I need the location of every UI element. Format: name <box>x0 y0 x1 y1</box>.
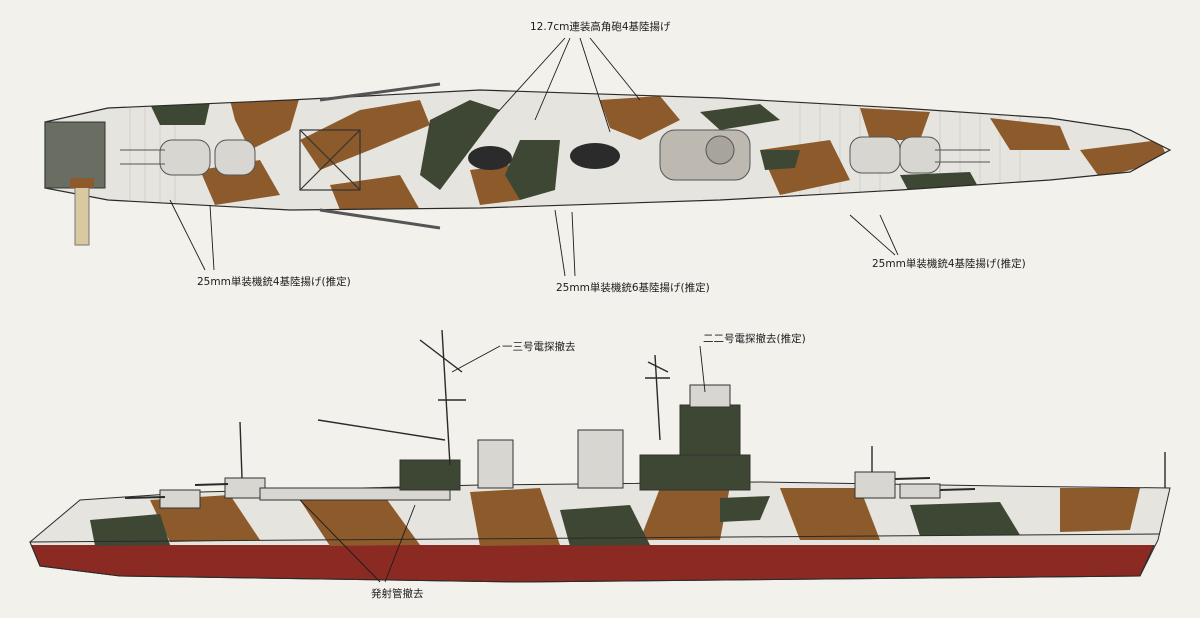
profile-stern-mast <box>239 421 243 479</box>
profile-masts <box>239 329 1166 488</box>
profile-superstructure <box>159 384 941 509</box>
profile-fwd-turret-2 <box>899 483 941 499</box>
plan-funnels <box>468 143 620 170</box>
profile-fwd-turret-1 <box>854 471 896 499</box>
profile-aft-mast-house <box>399 459 461 491</box>
label-radar-13: 一三号電探撤去 <box>502 341 576 353</box>
label-top-left-aa: 25mm単装機銃4基陸揚げ(推定) <box>197 276 351 288</box>
profile-view <box>29 329 1171 583</box>
plan-bridge <box>659 129 751 181</box>
profile-bridge-upper <box>679 404 741 456</box>
plan-rail-bottom <box>319 208 441 230</box>
leader-lines <box>169 37 899 583</box>
profile-main-mast <box>441 329 451 466</box>
profile-waterline <box>29 533 1161 543</box>
profile-funnel-2 <box>577 429 624 489</box>
plan-camo-dark <box>150 100 980 200</box>
profile-rigging <box>317 419 446 441</box>
profile-camo-dark <box>90 496 1020 546</box>
label-top-mid-aa: 25mm単装機銃6基陸揚げ(推定) <box>556 282 710 294</box>
label-torpedo: 発射管撤去 <box>371 588 424 600</box>
plan-turret-fwd-2 <box>899 136 941 174</box>
label-top-guns: 12.7cm連装高角砲4基陸揚げ <box>530 21 671 33</box>
plan-stern-detail <box>74 184 90 246</box>
plan-gun-mounts <box>120 136 990 176</box>
profile-aft-turret-2 <box>224 477 266 499</box>
profile-camo-brown <box>150 486 1140 546</box>
plan-camo-brown <box>200 96 1168 210</box>
plan-turret-aft-1 <box>159 139 211 176</box>
profile-bridge-top <box>689 384 731 408</box>
profile-gun-barrels <box>124 477 976 499</box>
profile-funnel-1 <box>477 439 514 489</box>
label-top-right-aa: 25mm単装機銃4基陸揚げ(推定) <box>872 258 1026 270</box>
profile-aft-deckhouse <box>259 487 451 501</box>
plan-stern-block <box>44 121 106 189</box>
profile-bridge-lower <box>639 454 751 491</box>
profile-fore-mast <box>654 354 661 441</box>
plan-turret-aft-2 <box>214 139 256 176</box>
plan-stern-detail-2 <box>70 178 94 188</box>
plan-hull-outline <box>44 89 1172 211</box>
plan-rail-top <box>319 82 441 102</box>
plan-turret-fwd-1 <box>849 136 901 174</box>
plan-aft-structure <box>299 129 361 191</box>
label-radar-22: 二二号電探撤去(推定) <box>703 333 806 345</box>
profile-aft-turret-1 <box>159 489 201 509</box>
